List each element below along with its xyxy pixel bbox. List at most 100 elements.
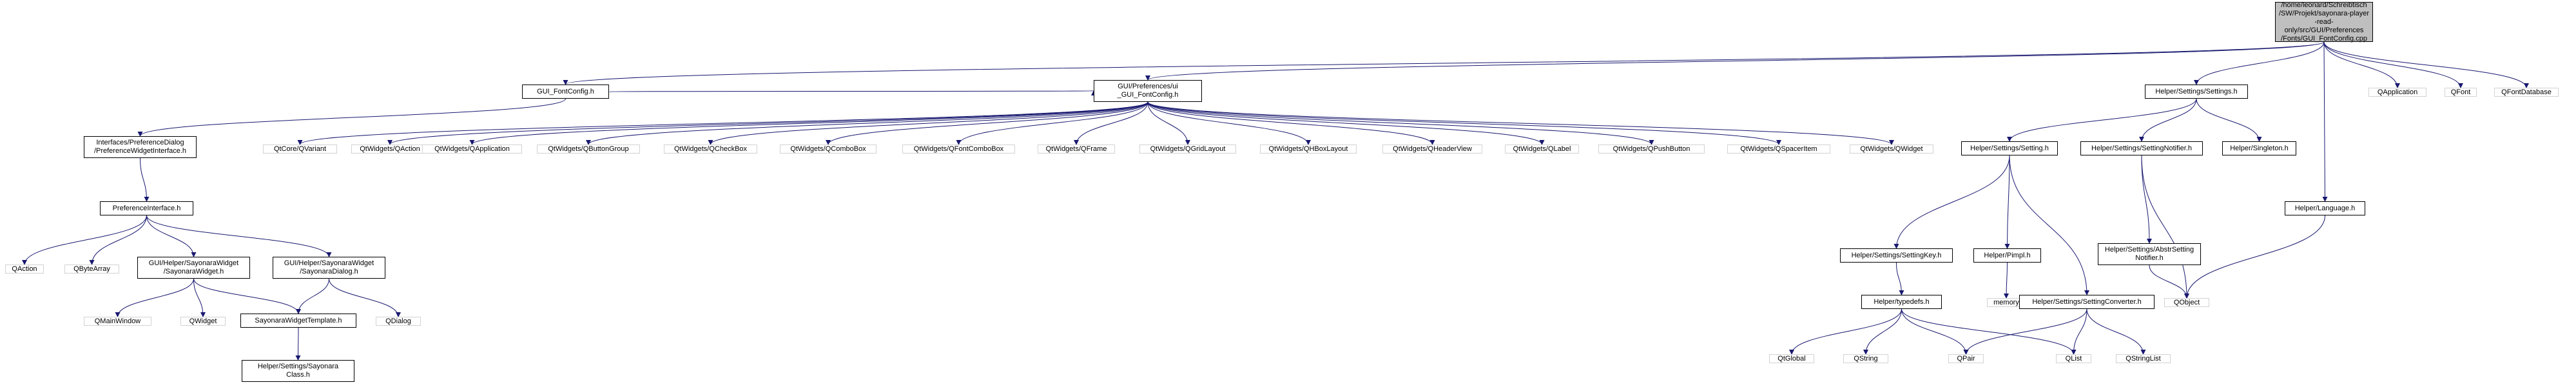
edge-pref-interface-h-to-qbytearray: [89, 215, 147, 265]
edge-ui-gui-fontconfig-h-to-qtwidgets-qapplication: [469, 101, 1148, 145]
graph-node-qfontdatabase: QFontDatabase: [2494, 88, 2559, 97]
graph-node-qtwidgets-qlabel: QtWidgets/QLabel: [1505, 145, 1579, 154]
edge-helper-typedefs-h-to-qpair: [1901, 308, 1969, 355]
graph-node-pref-widget-interface-h[interactable]: Interfaces/PreferenceDialog /PreferenceW…: [84, 136, 197, 158]
graph-node-label: Helper/Pimpl.h: [1984, 251, 2031, 259]
graph-node-qwidget: QWidget: [180, 317, 226, 326]
edge-root-to-qapplication-1: [2323, 41, 2400, 88]
graph-node-helper-pimpl-h[interactable]: Helper/Pimpl.h: [1973, 248, 2041, 263]
graph-node-qtwidgets-qgridlayout: QtWidgets/QGridLayout: [1139, 145, 1236, 154]
edge-pref-widget-interface-h-to-pref-interface-h: [140, 157, 150, 202]
edge-sayonara-dialog-h-to-qdialog: [329, 278, 401, 317]
graph-node-qstringlist: QStringList: [2116, 354, 2171, 363]
graph-node-qtwidgets-qcheckbox: QtWidgets/QCheckBox: [664, 145, 757, 154]
graph-node-helper-singleton-h[interactable]: Helper/Singleton.h: [2222, 141, 2296, 155]
edge-helper-typedefs-h-to-qstring: [1863, 308, 1902, 355]
edge-ui-gui-fontconfig-h-to-qtcore-qvariant: [297, 101, 1148, 145]
edge-root-to-gui-fontconfig-h: [563, 41, 2325, 85]
graph-node-label: Helper/Singleton.h: [2230, 144, 2289, 152]
edge-helper-settings-setting-h-to-helper-settings-settingconverter-h: [2009, 155, 2089, 295]
edge-root-to-ui-gui-fontconfig-h: [1145, 41, 2325, 81]
graph-node-label: QByteArray: [73, 264, 110, 273]
graph-node-label: QtWidgets/QHeaderView: [1393, 145, 1472, 153]
graph-node-label: QtWidgets/QAction: [360, 145, 420, 153]
graph-node-label: Interfaces/PreferenceDialog /PreferenceW…: [93, 139, 187, 155]
edge-pref-interface-h-to-qaction: [22, 215, 147, 265]
graph-node-label: Helper/Settings/SettingNotifier.h: [2091, 144, 2192, 152]
edge-pref-interface-h-to-sayonara-widget-h: [146, 215, 197, 257]
graph-node-label: QAction: [12, 264, 37, 273]
graph-node-label: GUI/Preferences/ui _GUI_FontConfig.h: [1117, 83, 1179, 99]
graph-node-sayonara-widget-h[interactable]: GUI/Helper/SayonaraWidget /SayonaraWidge…: [137, 257, 250, 279]
graph-node-helper-typedefs-h[interactable]: Helper/typedefs.h: [1861, 295, 1942, 309]
edge-helper-settings-settingconverter-h-to-qstringlist: [2086, 308, 2146, 355]
edge-helper-settings-settingnotifier-h-to-qobject: [2141, 155, 2189, 299]
graph-node-qtcore-qvariant: QtCore/QVariant: [263, 145, 337, 154]
edge-helper-settings-settingkey-h-to-helper-typedefs-h: [1896, 262, 1904, 295]
graph-node-label: QStringList: [2126, 354, 2161, 363]
graph-node-label: QtWidgets/QButtonGroup: [548, 145, 629, 153]
graph-node-label: Helper/typedefs.h: [1874, 297, 1930, 306]
edge-ui-gui-fontconfig-h-to-qtwidgets-qgridlayout: [1147, 101, 1190, 145]
graph-node-qfont: QFont: [2445, 88, 2477, 97]
graph-node-label: QtWidgets/QComboBox: [790, 145, 866, 153]
graph-node-label: QPair: [1957, 354, 1975, 363]
graph-node-label: QtWidgets/QWidget: [1860, 145, 1923, 153]
graph-node-qtwidgets-qspaceritem: QtWidgets/QSpacerItem: [1727, 145, 1830, 154]
graph-node-label: QtWidgets/QApplication: [434, 145, 510, 153]
edge-gui-fontconfig-h-to-ui-gui-fontconfig-h: [608, 90, 1094, 96]
dependency-edges: [22, 41, 2529, 361]
graph-node-qtwidgets-qbuttongroup: QtWidgets/QButtonGroup: [537, 145, 640, 154]
graph-node-helper-settings-sayonaraclass-h[interactable]: Helper/Settings/Sayonara Class.h: [242, 360, 354, 382]
edge-pref-interface-h-to-sayonara-dialog-h: [146, 215, 332, 257]
graph-node-label: QWidget: [189, 317, 217, 325]
graph-node-label: QtWidgets/QCheckBox: [673, 145, 748, 153]
graph-node-label: GUI_FontConfig.h: [537, 87, 594, 95]
edge-ui-gui-fontconfig-h-to-qtwidgets-qcombobox: [826, 101, 1148, 145]
graph-node-helper-settings-settingconverter-h[interactable]: Helper/Settings/SettingConverter.h: [2019, 295, 2155, 309]
graph-node-qtwidgets-qwidget: QtWidgets/QWidget: [1850, 145, 1933, 154]
graph-node-helper-settings-settings-h[interactable]: Helper/Settings/Settings.h: [2145, 85, 2248, 99]
edge-helper-settings-setting-h-to-helper-pimpl-h: [2004, 155, 2010, 249]
edge-ui-gui-fontconfig-h-to-qtwidgets-qwidget: [1147, 101, 1894, 145]
graph-node-label: PreferenceInterface.h: [112, 204, 181, 212]
graph-node-sayonara-dialog-h[interactable]: GUI/Helper/SayonaraWidget /SayonaraDialo…: [273, 257, 385, 279]
edge-ui-gui-fontconfig-h-to-qtwidgets-qhboxlayout: [1147, 101, 1311, 145]
graph-node-qtwidgets-qframe: QtWidgets/QFrame: [1038, 145, 1115, 154]
edge-helper-settings-settings-h-to-helper-settings-settingnotifier-h: [2139, 98, 2197, 142]
edge-ui-gui-fontconfig-h-to-qtwidgets-qbuttongroup: [586, 101, 1148, 145]
edge-gui-fontconfig-h-to-pref-widget-interface-h: [137, 98, 566, 137]
graph-node-label: QMainWindow: [94, 317, 141, 325]
edge-ui-gui-fontconfig-h-to-qtwidgets-qpushbutton: [1147, 101, 1654, 145]
graph-node-ui-gui-fontconfig-h[interactable]: GUI/Preferences/ui _GUI_FontConfig.h: [1094, 80, 1202, 102]
edge-sayonara-widget-h-to-qmainwindow: [115, 278, 194, 317]
edge-sayonara-widget-h-to-sayonara-widget-template-h: [193, 278, 301, 314]
graph-node-gui-fontconfig-h[interactable]: GUI_FontConfig.h: [522, 85, 609, 99]
edge-helper-typedefs-h-to-qtglobal: [1789, 308, 1902, 355]
graph-node-qtglobal: QtGlobal: [1769, 354, 1814, 363]
graph-node-helper-settings-settingnotifier-h[interactable]: Helper/Settings/SettingNotifier.h: [2080, 141, 2203, 155]
edge-root-to-qfontdatabase: [2323, 41, 2529, 88]
graph-node-pref-interface-h[interactable]: PreferenceInterface.h: [100, 201, 193, 215]
edge-ui-gui-fontconfig-h-to-qtwidgets-qframe: [1074, 101, 1148, 145]
edge-root-to-helper-language-h: [2322, 41, 2328, 202]
graph-node-label: QtWidgets/QFrame: [1045, 145, 1107, 153]
graph-node-label: QFontDatabase: [2501, 88, 2552, 96]
graph-node-sayonara-widget-template-h[interactable]: SayonaraWidgetTemplate.h: [240, 314, 356, 328]
graph-node-qtwidgets-qcombobox: QtWidgets/QComboBox: [780, 145, 876, 154]
graph-node-label: QtWidgets/QSpacerItem: [1740, 145, 1817, 153]
edge-helper-settings-setting-h-to-helper-settings-settingkey-h: [1893, 155, 2010, 249]
graph-node-helper-settings-abstrsettingnotifier-h[interactable]: Helper/Settings/AbstrSetting Notifier.h: [2098, 243, 2201, 265]
graph-node-helper-language-h[interactable]: Helper/Language.h: [2285, 201, 2365, 215]
edge-helper-settings-settingconverter-h-to-qpair: [1963, 308, 2087, 355]
graph-node-root[interactable]: /home/leonard/Schreibtisch /SW/Projekt/s…: [2275, 1, 2373, 43]
graph-node-label: GUI/Helper/SayonaraWidget /SayonaraWidge…: [148, 259, 239, 275]
edge-sayonara-widget-template-h-to-helper-settings-sayonaraclass-h: [295, 327, 301, 361]
graph-node-label: QtCore/QVariant: [273, 145, 327, 153]
graph-node-qbytearray: QByteArray: [64, 264, 119, 274]
graph-node-helper-settings-setting-h[interactable]: Helper/Settings/Setting.h: [1961, 141, 2058, 155]
graph-node-qobject: QObject: [2164, 298, 2209, 307]
edge-root-to-helper-settings-settings-h: [2194, 41, 2325, 85]
graph-node-helper-settings-settingkey-h[interactable]: Helper/Settings/SettingKey.h: [1840, 248, 1953, 263]
